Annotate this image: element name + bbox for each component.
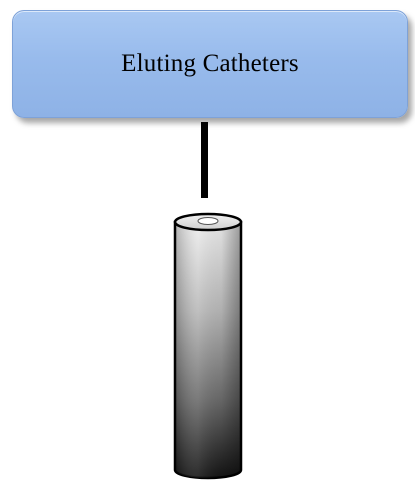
catheter-icon <box>173 212 243 480</box>
connector-line <box>201 122 208 198</box>
eluting-catheters-box: Eluting Catheters <box>12 10 408 118</box>
box-label: Eluting Catheters <box>121 50 299 77</box>
